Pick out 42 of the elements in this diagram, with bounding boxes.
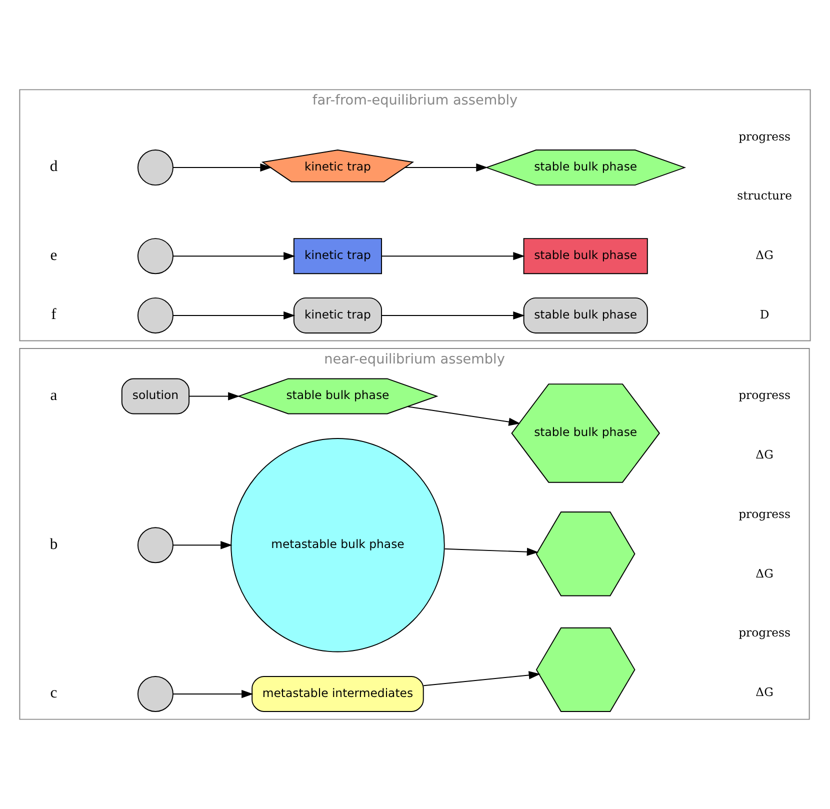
- label: ΔG: [756, 685, 774, 700]
- label: ΔG: [756, 448, 774, 462]
- node-hexagon: [536, 627, 636, 712]
- label: c: [50, 684, 58, 702]
- arrow: [407, 406, 520, 426]
- node-circle: [137, 527, 174, 564]
- node-box: stable bulk phase: [523, 297, 648, 334]
- label: progress: [738, 626, 791, 640]
- node-box: kinetic trap: [293, 238, 382, 274]
- arrow: [381, 252, 525, 260]
- label: ΔG: [756, 566, 774, 580]
- label: progress: [738, 129, 791, 144]
- label: a: [50, 386, 58, 404]
- arrow: [381, 311, 525, 320]
- node-box: stable bulk phase: [523, 238, 648, 274]
- arrow: [172, 252, 296, 260]
- node-box: metastable intermediates: [252, 676, 424, 712]
- label: e: [50, 246, 58, 264]
- node-hexagon: [536, 512, 636, 596]
- label: structure: [737, 188, 792, 203]
- node-circle: metastable bulk phase: [230, 438, 445, 652]
- node-circle: [137, 676, 174, 712]
- label: D: [760, 307, 770, 322]
- label: progress: [738, 388, 791, 402]
- node-circle: [137, 150, 174, 186]
- label: b: [50, 536, 58, 553]
- label: d: [50, 158, 58, 176]
- arrow: [444, 548, 539, 556]
- arrow: [172, 163, 272, 172]
- arrow: [404, 163, 488, 172]
- label: ΔG: [756, 248, 774, 262]
- node-box: solution: [121, 378, 190, 414]
- node-circle: [137, 238, 174, 274]
- arrow: [423, 671, 540, 686]
- node-box: kinetic trap: [293, 297, 382, 334]
- label: f: [51, 306, 56, 324]
- arrow: [188, 392, 240, 400]
- label: progress: [738, 506, 791, 521]
- arrow: [172, 690, 254, 698]
- node-circle: [137, 297, 174, 334]
- arrow: [172, 311, 296, 320]
- arrow: [172, 541, 232, 550]
